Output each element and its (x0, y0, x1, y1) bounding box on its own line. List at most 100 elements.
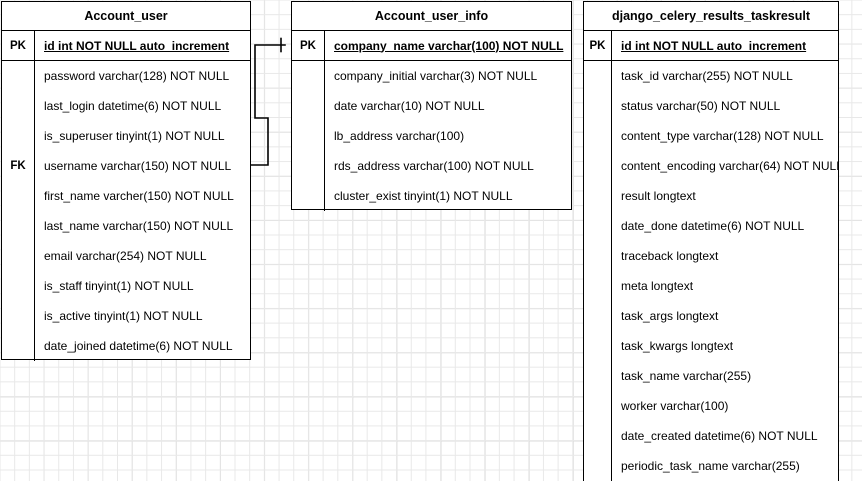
connector-line[interactable] (250, 44, 286, 166)
table-row[interactable]: date_done datetime(6) NOT NULL (584, 211, 838, 241)
row-attribute-name: task_args longtext (621, 309, 719, 323)
table-row[interactable]: date varchar(10) NOT NULL (292, 91, 571, 121)
row-attribute-name: task_name varchar(255) (621, 369, 752, 383)
row-attribute-name: last_name varchar(150) NOT NULL (44, 219, 234, 233)
row-attribute-name: password varchar(128) NOT NULL (44, 69, 230, 83)
table-row[interactable]: task_args longtext (584, 301, 838, 331)
row-attribute-name: date_joined datetime(6) NOT NULL (44, 339, 233, 353)
row-key-label (2, 271, 35, 301)
table-row[interactable]: last_login datetime(6) NOT NULL (2, 91, 250, 121)
row-attribute-name: content_encoding varchar(64) NOT NULL (621, 159, 838, 173)
row-attribute-name: lb_address varchar(100) (334, 129, 465, 143)
row-key-label (2, 241, 35, 271)
table-row[interactable]: rds_address varchar(100) NOT NULL (292, 151, 571, 181)
row-key-label: FK (2, 151, 35, 181)
table-row[interactable]: content_type varchar(128) NOT NULL (584, 121, 838, 151)
row-key-label (292, 61, 325, 91)
row-attribute-name: first_name varcher(150) NOT NULL (44, 189, 234, 203)
row-attribute-name: date_done datetime(6) NOT NULL (621, 219, 805, 233)
table-row-primary-key[interactable]: PK id int NOT NULL auto_increment (584, 31, 838, 61)
table-row[interactable]: date_created datetime(6) NOT NULL (584, 421, 838, 451)
table-row[interactable]: is_staff tinyint(1) NOT NULL (2, 271, 250, 301)
table-row[interactable]: traceback longtext (584, 241, 838, 271)
table-row[interactable]: email varchar(254) NOT NULL (2, 241, 250, 271)
table-row[interactable]: date_joined datetime(6) NOT NULL (2, 331, 250, 361)
row-key-label: PK (584, 31, 612, 60)
table-row[interactable]: company_initial varchar(3) NOT NULL (292, 61, 571, 91)
table-row[interactable]: password varchar(128) NOT NULL (2, 61, 250, 91)
row-key-label (584, 181, 612, 211)
row-attribute-name: periodic_task_name varchar(255) (621, 459, 800, 473)
row-key-label (292, 91, 325, 121)
table-row[interactable]: task_id varchar(255) NOT NULL (584, 61, 838, 91)
row-attribute-name: username varchar(150) NOT NULL (44, 159, 232, 173)
row-key-label (2, 181, 35, 211)
row-key-label (292, 151, 325, 181)
row-key-label (584, 271, 612, 301)
row-attribute-name: date_created datetime(6) NOT NULL (621, 429, 818, 443)
row-key-label (584, 211, 612, 241)
row-key-label (584, 91, 612, 121)
row-key-label (584, 361, 612, 391)
row-key-label (584, 451, 612, 481)
row-attribute-name: traceback longtext (621, 249, 719, 263)
table-row[interactable]: lb_address varchar(100) (292, 121, 571, 151)
row-key-label (584, 421, 612, 451)
row-key-label (584, 241, 612, 271)
table-row[interactable]: is_active tinyint(1) NOT NULL (2, 301, 250, 331)
row-attribute-name: last_login datetime(6) NOT NULL (44, 99, 222, 113)
table-row[interactable]: task_name varchar(255) (584, 361, 838, 391)
row-attribute-name: worker varchar(100) (621, 399, 729, 413)
entity-title: Account_user (2, 2, 250, 31)
entity-title: django_celery_results_taskresult (584, 2, 838, 31)
table-row-primary-key[interactable]: PK company_name varchar(100) NOT NULL (292, 31, 571, 61)
row-attribute-name: is_active tinyint(1) NOT NULL (44, 309, 203, 323)
entity-title: Account_user_info (292, 2, 571, 31)
row-key-label: PK (2, 31, 35, 60)
row-key-label (2, 121, 35, 151)
table-row[interactable]: worker varchar(100) (584, 391, 838, 421)
table-row[interactable]: cluster_exist tinyint(1) NOT NULL (292, 181, 571, 211)
row-attribute-name: task_kwargs longtext (621, 339, 734, 353)
row-attribute-name: company_initial varchar(3) NOT NULL (334, 69, 538, 83)
row-key-label (2, 301, 35, 331)
row-key-label (584, 331, 612, 361)
table-row[interactable]: periodic_task_name varchar(255) (584, 451, 838, 481)
table-row-primary-key[interactable]: PK id int NOT NULL auto_increment (2, 31, 250, 61)
table-row[interactable]: content_encoding varchar(64) NOT NULL (584, 151, 838, 181)
row-key-label (584, 61, 612, 91)
table-row[interactable]: is_superuser tinyint(1) NOT NULL (2, 121, 250, 151)
row-attribute-name: date varchar(10) NOT NULL (334, 99, 485, 113)
row-key-label: PK (292, 31, 325, 60)
table-row[interactable]: status varchar(50) NOT NULL (584, 91, 838, 121)
table-row-foreign-key[interactable]: FK username varchar(150) NOT NULL (2, 151, 250, 181)
table-row[interactable]: first_name varcher(150) NOT NULL (2, 181, 250, 211)
entity-account-user[interactable]: Account_user PK id int NOT NULL auto_inc… (1, 1, 251, 361)
table-row[interactable]: meta longtext (584, 271, 838, 301)
row-key-label (292, 181, 325, 211)
row-key-label (2, 91, 35, 121)
row-attribute-name: content_type varchar(128) NOT NULL (621, 129, 824, 143)
entity-account-user-info[interactable]: Account_user_info PK company_name varcha… (291, 1, 572, 211)
row-attribute-name: cluster_exist tinyint(1) NOT NULL (334, 189, 513, 203)
row-attribute-name: email varchar(254) NOT NULL (44, 249, 207, 263)
row-key-label (292, 121, 325, 151)
table-row[interactable]: result longtext (584, 181, 838, 211)
row-attribute-name: meta longtext (621, 279, 694, 293)
row-attribute-name: task_id varchar(255) NOT NULL (621, 69, 793, 83)
row-attribute-name: status varchar(50) NOT NULL (621, 99, 781, 113)
table-row[interactable]: task_kwargs longtext (584, 331, 838, 361)
entity-django-celery-results-taskresult[interactable]: django_celery_results_taskresult PK id i… (583, 1, 839, 481)
row-attribute-name: rds_address varchar(100) NOT NULL (334, 159, 534, 173)
row-attribute-name: is_staff tinyint(1) NOT NULL (44, 279, 194, 293)
row-key-label (584, 151, 612, 181)
row-attribute-name: id int NOT NULL auto_increment (621, 38, 807, 53)
row-attribute-name: is_superuser tinyint(1) NOT NULL (44, 129, 225, 143)
row-key-label (584, 121, 612, 151)
row-key-label (2, 61, 35, 91)
row-key-label (2, 331, 35, 361)
row-attribute-name: result longtext (621, 189, 696, 203)
table-row[interactable]: last_name varchar(150) NOT NULL (2, 211, 250, 241)
row-attribute-name: id int NOT NULL auto_increment (44, 38, 230, 53)
